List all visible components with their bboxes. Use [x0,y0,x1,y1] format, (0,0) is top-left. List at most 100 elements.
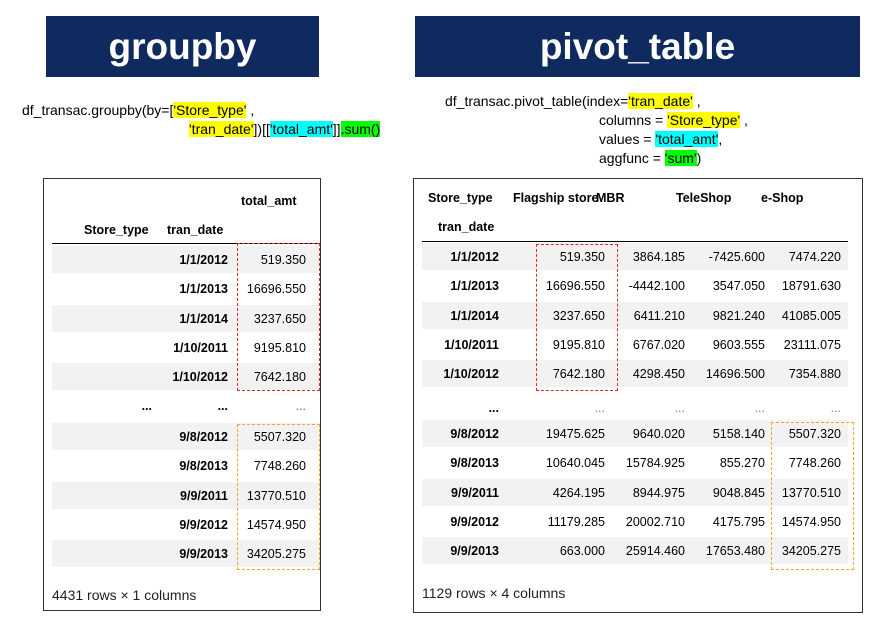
row-date: 9/9/2012 [450,514,499,529]
code-text: ])[[ [253,121,270,137]
row-value: 16696.550 [246,282,306,297]
index-name-tran-date: tran_date [438,220,495,234]
column-header: Flagship store [513,191,599,205]
row-date: 9/8/2013 [450,456,499,471]
code-text: , [692,93,701,109]
groupby-title-banner: groupby [46,16,319,77]
code-highlight: 'Store_type' [667,112,741,128]
row-date: 1/10/2011 [444,337,499,352]
row-band [422,243,848,270]
row-date: 9/8/2012 [179,430,228,444]
row-date: 9/9/2011 [180,488,228,503]
index-name-tran-date: tran_date [167,223,224,237]
row-band [422,478,848,506]
row-count-footer: 1129 rows × 4 columns [422,585,566,601]
row-value: 7642.180 [253,370,306,385]
code-highlight: 'total_amt' [655,131,719,147]
row-band [52,423,320,450]
row-value: 14696.500 [705,367,765,382]
column-header: MBR [596,191,625,205]
ellipsis-cell: ... [141,399,152,413]
pivot-table-title-banner: pivot_table [415,16,860,77]
row-value: -4442.100 [628,279,685,294]
column-header: e-Shop [761,191,804,205]
ellipsis-cell: ... [295,399,306,413]
code-text: df_transac.pivot_table(index= [445,93,629,109]
code-highlight: 'Store_type' [173,102,247,118]
highlight-box-top [237,243,320,391]
columns-name-store-type: Store_type [428,191,493,205]
groupby-title: groupby [108,25,257,67]
row-value: 7354.880 [788,367,841,382]
row-date: 1/1/2012 [450,250,499,264]
row-value: 663.000 [559,544,605,559]
code-line: 'tran_date'])[['total_amt']].sum() [22,120,381,139]
code-text: ) [696,150,702,166]
row-value: 3237.650 [253,311,306,326]
row-date: 9/9/2013 [450,544,499,559]
row-value: 11179.285 [547,514,605,529]
ellipsis-cell: ... [217,399,228,413]
code-line: df_transac.pivot_table(index='tran_date'… [445,92,748,111]
row-value: -7425.600 [708,250,765,264]
row-band [52,246,320,273]
row-value: 5158.140 [712,427,765,441]
row-value: 3237.650 [552,308,605,323]
row-value: 9821.240 [712,308,765,323]
code-text: , [718,131,723,147]
index-name-store-type: Store_type [84,223,149,237]
row-value: 4264.195 [552,485,605,500]
row-value: 9195.810 [552,337,605,352]
code-line: df_transac.groupby(by=['Store_type' , [22,101,380,120]
row-value: 7642.180 [552,367,605,382]
row-date: 1/10/2012 [172,370,228,385]
ellipsis-cell: ... [594,401,605,415]
highlight-box-eshop [771,422,854,570]
row-count-footer: 4431 rows × 1 columns [52,587,197,603]
row-value: 9195.810 [253,340,306,355]
row-value: 3547.050 [712,279,765,294]
row-band [52,540,320,568]
row-value: 14574.950 [781,514,841,529]
row-value: 20002.710 [625,514,685,529]
row-value: 34205.275 [246,547,306,562]
row-value: 16696.550 [545,279,605,294]
row-value: 8944.975 [632,485,685,500]
code-line: values = 'total_amt', [445,130,748,149]
row-value: 13770.510 [781,485,841,500]
row-date: 9/9/2011 [451,485,499,500]
row-value: 6767.020 [632,337,685,352]
row-value: 7748.260 [253,459,306,474]
row-value: 23111.075 [783,337,841,352]
row-date: 1/1/2014 [450,308,499,323]
row-band [52,481,320,509]
highlight-box-bottom [237,424,320,570]
row-value: 5507.320 [788,427,841,441]
ellipsis-cell: ... [674,401,685,415]
row-date: 9/8/2012 [450,427,499,441]
highlight-box-flagship [536,244,618,391]
code-text: , [246,102,255,118]
row-value: 18791.630 [781,279,841,294]
row-date: 1/1/2013 [179,282,228,297]
code-highlight: 'tran_date' [628,93,693,109]
row-value: 41085.005 [781,308,841,323]
row-value: 519.350 [260,253,306,267]
header-rule [52,243,320,244]
row-value: 7748.260 [788,456,841,471]
row-date: 1/10/2011 [173,340,228,355]
code-line: columns = 'Store_type' , [445,111,748,130]
row-band [52,363,320,391]
row-value: 13770.510 [246,488,306,503]
code-text: aggfunc = [599,150,665,166]
pivot-table-title: pivot_table [539,25,736,67]
column-header-total-amt: total_amt [241,194,297,208]
code-text: , [740,112,748,128]
row-date: 1/1/2013 [450,279,499,294]
row-value: 4175.795 [712,514,765,529]
row-value: 5507.320 [253,430,306,444]
row-value: 15784.925 [625,456,685,471]
row-band [422,301,848,329]
row-value: 25914.460 [625,544,685,559]
